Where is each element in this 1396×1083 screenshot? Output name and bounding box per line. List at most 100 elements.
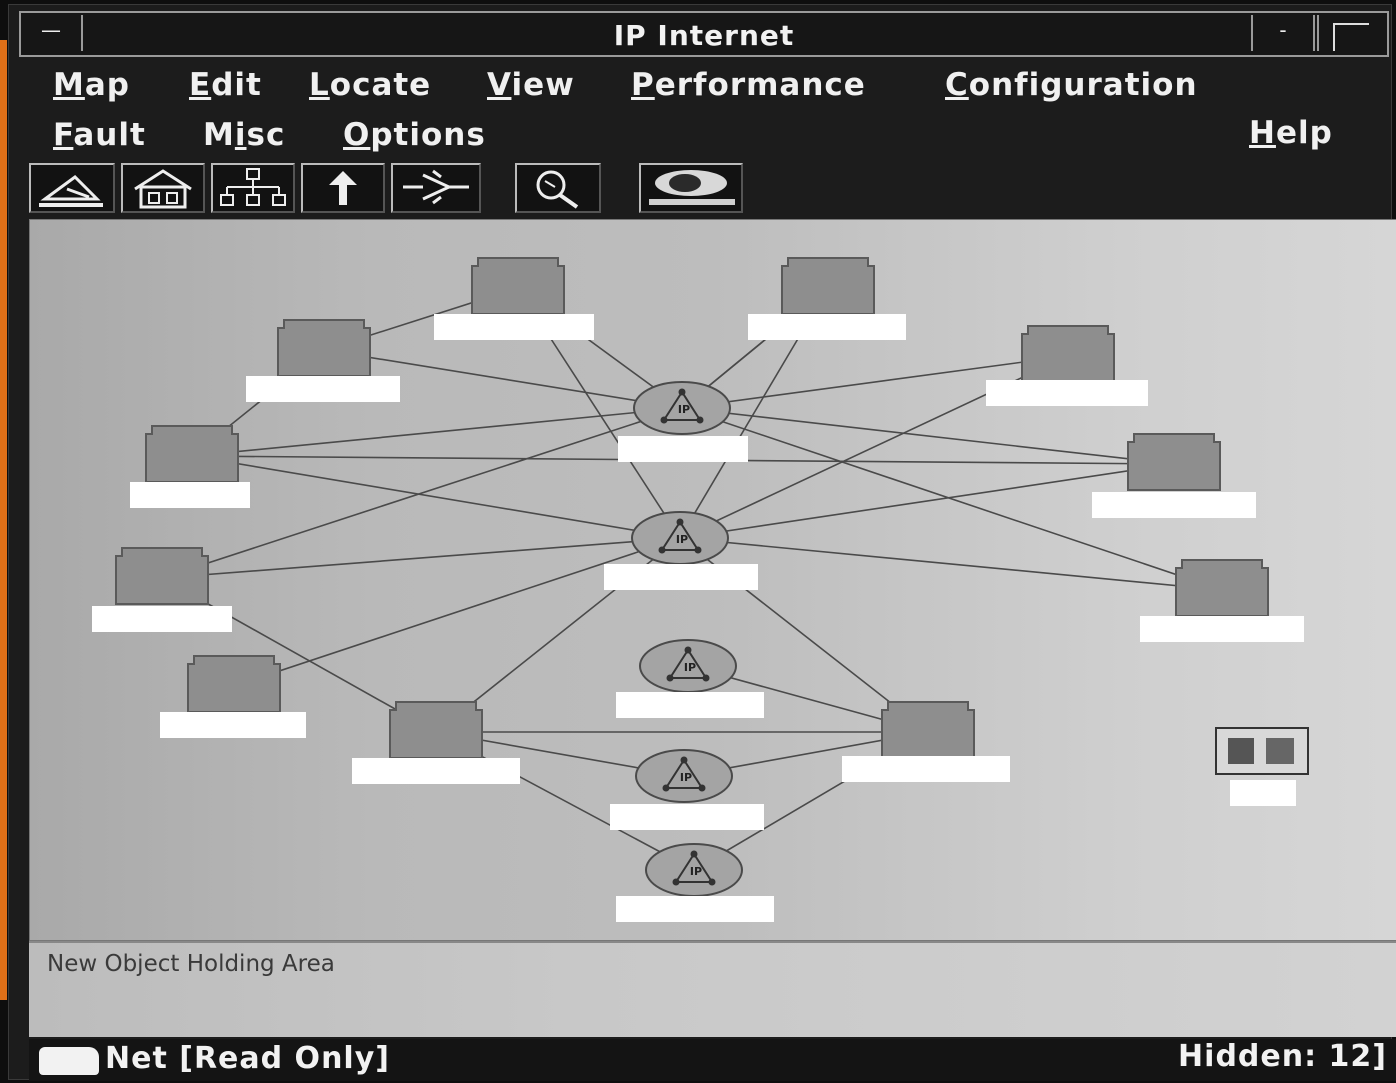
- segment-node[interactable]: [92, 547, 232, 632]
- segment-node[interactable]: [842, 701, 1010, 782]
- menu-configuration[interactable]: Configuration: [945, 67, 1198, 103]
- close-map-button[interactable]: [29, 163, 115, 213]
- network-link: [681, 407, 1223, 591]
- menu-map[interactable]: Map: [53, 67, 130, 103]
- root-hierarchy-icon: [220, 168, 286, 206]
- ip-network-node[interactable]: IP: [610, 749, 764, 830]
- maximize-button[interactable]: [1317, 15, 1387, 51]
- device-screen-icon: [1228, 738, 1254, 764]
- segment-node[interactable]: [1140, 559, 1304, 642]
- network-map-canvas[interactable]: IP IP IP IP IP: [29, 219, 1396, 941]
- ip-network-node[interactable]: IP: [616, 843, 774, 922]
- quick-navigator-button[interactable]: [391, 163, 481, 213]
- ip-network-node[interactable]: IP: [604, 511, 758, 590]
- segment-icon: [1127, 433, 1221, 491]
- network-link: [681, 407, 1175, 465]
- hp-openview-button[interactable]: [639, 163, 743, 213]
- network-link: [233, 537, 681, 687]
- segment-node[interactable]: [748, 257, 906, 340]
- status-text: Net [Read Only]: [105, 1041, 390, 1076]
- ip-network-node[interactable]: IP: [618, 381, 748, 462]
- new-object-holding-area[interactable]: New Object Holding Area: [29, 941, 1396, 1037]
- zoom-button[interactable]: [515, 163, 601, 213]
- segment-icon: [781, 257, 875, 315]
- home-map-button[interactable]: [121, 163, 205, 213]
- menu-view[interactable]: View: [487, 67, 575, 103]
- node-label-box: [986, 380, 1148, 406]
- node-label-box: [160, 712, 306, 738]
- node-label-box: [616, 896, 774, 922]
- ip-triangle-icon: [664, 758, 704, 789]
- network-link: [191, 455, 681, 539]
- root-hierarchy-button[interactable]: [211, 163, 295, 213]
- system-menu-icon: —: [41, 18, 61, 42]
- device-screen-icon: [1266, 738, 1294, 764]
- menu-help[interactable]: Help: [1249, 115, 1333, 151]
- segment-icon: [389, 701, 483, 759]
- home-map-icon: [134, 169, 192, 209]
- ip-vertex-icon: [698, 784, 706, 792]
- ip-internet-window: — IP Internet - Map Edit Locate View Per…: [8, 4, 1396, 1081]
- network-map: IP IP IP IP IP: [92, 257, 1309, 922]
- node-label-box: [434, 314, 594, 340]
- segment-icon: [187, 655, 281, 713]
- segment-node[interactable]: [434, 257, 594, 340]
- menu-locate[interactable]: Locate: [309, 67, 432, 103]
- ip-vertex-icon: [694, 546, 702, 554]
- holding-area-label: New Object Holding Area: [47, 951, 335, 977]
- network-nodes: IP IP IP IP IP: [92, 257, 1309, 922]
- segment-node[interactable]: [1092, 433, 1256, 518]
- network-link: [323, 349, 683, 409]
- node-label-box: [618, 436, 748, 462]
- segment-icon: [1175, 559, 1269, 617]
- menu-performance[interactable]: Performance: [631, 67, 866, 103]
- network-link: [161, 537, 681, 579]
- node-label-box: [352, 758, 520, 784]
- node-label-box: [130, 482, 250, 508]
- zoom-magnifier-icon: [536, 170, 579, 209]
- node-label-box: [246, 376, 400, 402]
- ip-label: IP: [684, 661, 696, 674]
- parent-up-button[interactable]: [301, 163, 385, 213]
- ip-vertex-icon: [666, 674, 674, 682]
- hp-openview-logo-icon: [649, 170, 735, 205]
- ip-network-node[interactable]: IP: [616, 639, 764, 718]
- segment-node[interactable]: [130, 425, 250, 508]
- close-map-icon: [39, 175, 103, 207]
- node-label-box: [748, 314, 906, 340]
- segment-icon: [1021, 325, 1115, 383]
- maximize-icon: [1333, 23, 1369, 51]
- ip-vertex-icon: [696, 416, 704, 424]
- menu-edit[interactable]: Edit: [189, 67, 262, 103]
- net-submap-icon: [39, 1047, 99, 1075]
- ip-vertex-icon: [680, 756, 688, 764]
- segment-node[interactable]: [160, 655, 306, 738]
- menu-misc[interactable]: Misc: [203, 117, 286, 153]
- quick-navigator-icon: [403, 169, 469, 205]
- ip-vertex-icon: [702, 674, 710, 682]
- ip-triangle-icon: [660, 520, 700, 551]
- node-label-box: [604, 564, 758, 590]
- node-label-box: [610, 804, 764, 830]
- title-bar[interactable]: — IP Internet -: [19, 11, 1389, 57]
- network-link: [679, 463, 1175, 539]
- segment-icon: [881, 701, 975, 759]
- minimize-icon: -: [1279, 18, 1287, 42]
- segment-node[interactable]: [986, 325, 1148, 406]
- minimize-button[interactable]: -: [1251, 15, 1315, 51]
- menu-fault[interactable]: Fault: [53, 117, 146, 153]
- ip-vertex-icon: [676, 518, 684, 526]
- ip-vertex-icon: [684, 646, 692, 654]
- ip-triangle-icon: [662, 390, 702, 421]
- system-menu-button[interactable]: —: [21, 15, 83, 51]
- ip-vertex-icon: [708, 878, 716, 886]
- segment-node[interactable]: [246, 319, 400, 402]
- ip-vertex-icon: [662, 784, 670, 792]
- toolbar: [29, 161, 1396, 217]
- segment-icon: [471, 257, 565, 315]
- segment-icon: [145, 425, 239, 483]
- parent-up-arrow-icon: [329, 171, 357, 205]
- segment-node[interactable]: [352, 701, 520, 784]
- device-node[interactable]: [1215, 727, 1309, 806]
- menu-options[interactable]: Options: [343, 117, 486, 153]
